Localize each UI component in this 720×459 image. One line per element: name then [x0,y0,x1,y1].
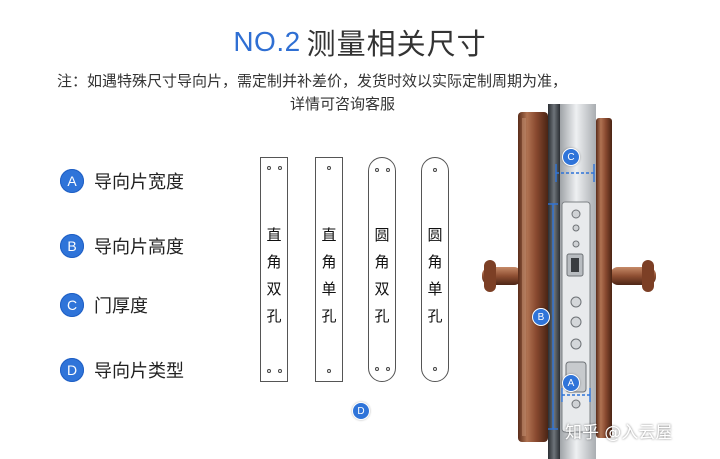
legend-item-b: B 导向片高度 [60,232,184,260]
plate-char: 角 [321,253,337,271]
screw-hole [375,168,379,172]
plate-char: 孔 [427,307,443,325]
screw-hole [278,369,282,373]
lever-handle-left [482,260,522,292]
marker-b: B [532,308,550,326]
plate-straight-single-hole: 直 角 单 孔 [315,157,343,382]
screw-hole [327,166,331,170]
plate-char: 单 [321,280,337,298]
legend-item-d: D 导向片类型 [60,356,184,384]
badge-b: B [60,234,84,258]
plate-char: 孔 [321,307,337,325]
screw-hole [433,367,437,371]
plate-char: 圆 [374,226,390,244]
measurement-lines [548,164,595,430]
screw-hole [386,168,390,172]
badge-c: C [60,293,84,317]
plate-char: 孔 [374,307,390,325]
screw-hole [386,367,390,371]
plate-char: 孔 [266,307,282,325]
door-edge [548,104,560,459]
plate-label: 圆 角 单 孔 [422,222,448,330]
door-lock-illustration [482,104,656,459]
marker-a: A [562,374,580,392]
plate-label: 直 角 单 孔 [316,222,342,330]
plate-round-single-hole: 圆 角 单 孔 [421,157,449,382]
plate-char: 角 [374,253,390,271]
legend-item-c: C 门厚度 [60,291,148,319]
screw-hole [375,367,379,371]
guide-plate [561,201,591,433]
plate-label: 直 角 双 孔 [261,222,287,330]
marker-d: D [352,402,370,420]
legend-label-d: 导向片类型 [94,361,184,382]
legend-item-a: A 导向片宽度 [60,167,184,195]
note-line-2: 详情可咨询客服 [290,95,396,113]
screw-hole [267,369,271,373]
watermark: 知乎 @入云屋 [565,423,673,443]
plate-char: 双 [374,280,390,298]
screw-hole [327,369,331,373]
plate-char: 双 [266,280,282,298]
plate-char: 直 [321,226,337,244]
plate-label: 圆 角 双 孔 [369,222,395,330]
legend-label-b: 导向片高度 [94,237,184,258]
title-number: NO.2 [233,26,301,57]
badge-a: A [60,169,84,193]
screw-hole [433,168,437,172]
marker-c: C [562,148,580,166]
screw-hole [278,166,282,170]
title-text: 测量相关尺寸 [306,27,487,61]
legend-label-c: 门厚度 [94,296,148,317]
note-line-1: 注：如遇特殊尺寸导向片，需定制并补差价，发货时效以实际定制周期为准， [57,72,568,90]
plate-char: 直 [266,226,282,244]
lock-body-copper-left [518,112,548,442]
lock-body-copper-right [596,118,612,438]
badge-d: D [60,358,84,382]
plate-straight-double-hole: 直 角 双 孔 [260,157,288,382]
legend-label-a: 导向片宽度 [94,172,184,193]
plate-char: 角 [266,253,282,271]
screw-hole [267,166,271,170]
plate-char: 单 [427,280,443,298]
plate-round-double-hole: 圆 角 双 孔 [368,157,396,382]
plate-char: 角 [427,253,443,271]
plate-char: 圆 [427,226,443,244]
lever-handle-right [610,260,656,292]
page-title: NO.2 测量相关尺寸 [0,22,720,62]
